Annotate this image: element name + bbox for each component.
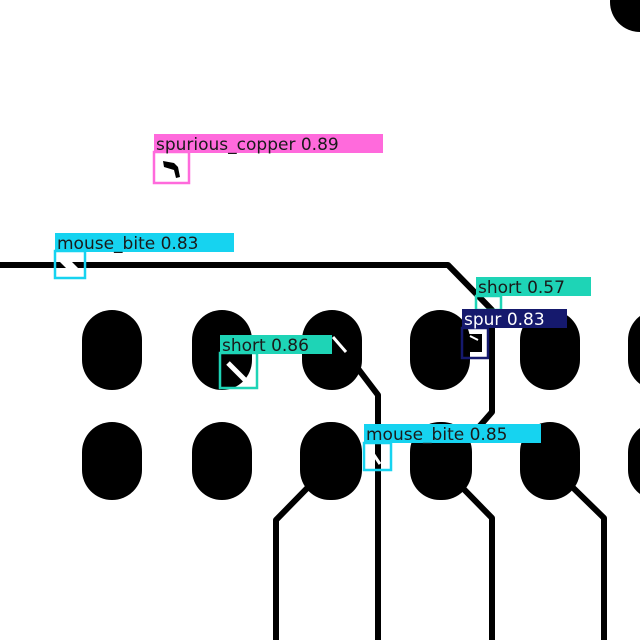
det-label-1: mouse_bite 0.83 [55, 233, 234, 254]
det-tag-bg [476, 277, 591, 296]
trace-left-lower [273, 472, 323, 640]
det-label-4: short 0.86 [220, 335, 332, 356]
det-label-text: mouse_bite 0.85 [366, 425, 507, 445]
spurious-copper-blob [163, 161, 180, 178]
det-tag-bg [364, 424, 541, 443]
pad [192, 422, 252, 500]
corner-pad [610, 0, 640, 32]
pads-row-2 [82, 422, 640, 500]
pad [628, 428, 640, 494]
pads-row-1 [82, 310, 640, 390]
pad [520, 310, 580, 390]
pad [82, 310, 142, 390]
det-label-text: mouse_bite 0.83 [57, 234, 198, 254]
mouse-bite-white-mark [370, 451, 382, 465]
pad [82, 422, 142, 500]
short-white-stroke-center [331, 336, 348, 353]
det-label-text: spurious_copper 0.89 [156, 135, 339, 155]
det-label-3: spur 0.83 [462, 309, 567, 330]
det-label-0: spurious_copper 0.89 [154, 134, 383, 155]
det-tag-bg [55, 233, 234, 252]
det-label-2: short 0.57 [476, 277, 591, 298]
det-label-text: spur 0.83 [464, 310, 545, 330]
spur-blob [468, 334, 482, 352]
short-white-stroke [226, 361, 250, 385]
spur-white-mark [469, 335, 479, 341]
trace-far-right [557, 472, 607, 640]
det-tag-bg [220, 335, 332, 354]
det-label-5: mouse_bite 0.85 [364, 424, 541, 445]
det-label-text: short 0.57 [478, 278, 565, 298]
mouse-bite-notch [60, 262, 78, 268]
pad [628, 316, 640, 384]
det-tag-bg [462, 309, 567, 328]
defect-marks [60, 161, 482, 465]
pad [300, 422, 362, 500]
detection-labels: spurious_copper 0.89 mouse_bite 0.83 sho… [55, 134, 591, 445]
det-tag-bg [154, 134, 383, 153]
pad [410, 310, 470, 390]
trace-right-lower [447, 472, 495, 640]
det-label-text: short 0.86 [222, 336, 309, 356]
